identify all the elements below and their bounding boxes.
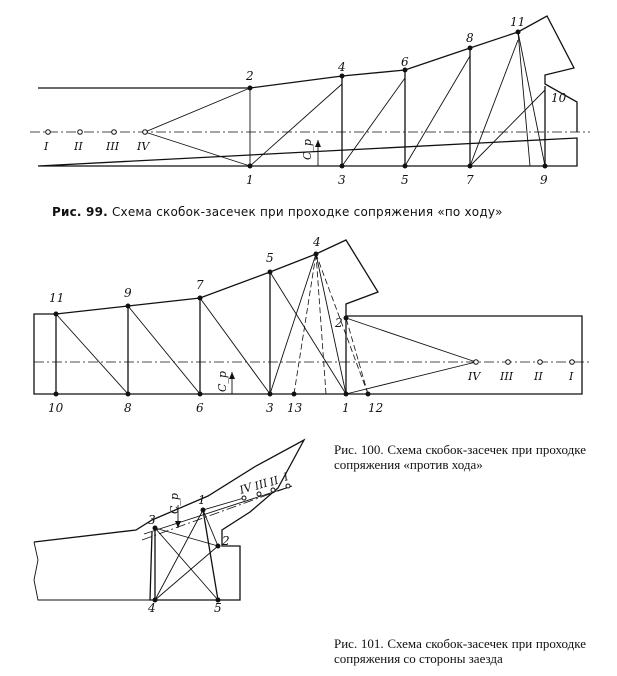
- fig100-roman-IV: IV: [467, 370, 481, 383]
- fig100-caption-text: Схема скобок-засечек при проходке сопряж…: [334, 442, 586, 472]
- fig100-roman-I: I: [568, 370, 574, 383]
- fig101-roman-I: I: [281, 470, 291, 484]
- fig99-caption: Рис. 99. Схема скобок-засечек при проход…: [52, 205, 592, 220]
- fig100-dim-label: C_p: [216, 371, 229, 392]
- fig100-caption: Рис. 100. Схема скобок-засечек при прохо…: [334, 442, 586, 472]
- fig99-roman-II: II: [73, 140, 83, 153]
- fig101-caption: Рис. 101. Схема скобок-засечек при прохо…: [334, 636, 586, 666]
- figure-99: 2 4 6 8 11 10 1 3 5 7 9 I II III IV C_p: [30, 15, 590, 187]
- fig100-label-10: 10: [48, 401, 64, 415]
- fig101-label-2: 2: [221, 534, 230, 548]
- fig99-label-3: 3: [338, 173, 346, 187]
- fig99-label-5: 5: [401, 173, 409, 187]
- fig99-roman-IV: IV: [136, 140, 150, 153]
- fig99-label-7: 7: [466, 173, 474, 187]
- fig101-caption-text: Схема скобок-засечек при проходке сопряж…: [334, 636, 586, 666]
- fig100-label-11: 11: [49, 291, 64, 305]
- fig100-label-3: 3: [266, 401, 274, 415]
- fig100-label-5: 5: [266, 251, 274, 265]
- fig99-caption-label: Рис. 99.: [52, 205, 108, 219]
- fig101-caption-label: Рис. 101.: [334, 636, 384, 651]
- fig100-roman-III: III: [499, 370, 514, 383]
- fig99-roman-I: I: [43, 140, 49, 153]
- fig99-label-9: 9: [540, 173, 548, 187]
- fig100-caption-label: Рис. 100.: [334, 442, 384, 457]
- fig100-label-9: 9: [124, 286, 132, 300]
- fig101-roman-II: II: [267, 474, 281, 490]
- fig100-roman-II: II: [533, 370, 543, 383]
- fig100-tunnel-outline: [33, 239, 583, 395]
- fig99-label-10: 10: [551, 91, 567, 105]
- fig101-roman-III: III: [252, 476, 270, 493]
- fig99-dim-label: C_p: [301, 139, 314, 160]
- fig99-label-11: 11: [510, 15, 525, 29]
- fig100-label-1: 1: [342, 401, 350, 415]
- fig99-label-4: 4: [337, 60, 346, 74]
- fig99-label-8: 8: [466, 31, 474, 45]
- fig100-label-6: 6: [196, 401, 204, 415]
- fig100-label-12: 12: [368, 401, 383, 415]
- fig101-dim-label: C_p: [168, 493, 181, 514]
- fig100-label-7: 7: [196, 278, 204, 292]
- fig99-label-2: 2: [245, 69, 254, 83]
- fig101-label-4: 4: [147, 601, 156, 615]
- figure-100: 11 9 7 5 4 2 10 8 6 3 13 1 12 IV III II …: [33, 235, 590, 415]
- fig99-label-6: 6: [401, 55, 409, 69]
- fig101-label-1: 1: [198, 493, 206, 507]
- figure-101: 3 1 2 4 5 IV III II I C_p: [33, 438, 306, 615]
- fig101-tunnel-outline: [33, 438, 306, 601]
- fig101-label-5: 5: [214, 601, 222, 615]
- fig99-caption-text: Схема скобок-засечек при проходке сопряж…: [111, 205, 503, 219]
- fig100-label-4: 4: [312, 235, 321, 249]
- fig101-label-3: 3: [148, 513, 156, 527]
- fig99-tunnel-outline: [37, 15, 578, 167]
- fig100-label-13: 13: [287, 401, 303, 415]
- fig99-label-1: 1: [246, 173, 254, 187]
- fig100-label-8: 8: [124, 401, 132, 415]
- fig100-label-2: 2: [334, 316, 343, 330]
- fig101-roman-IV: IV: [237, 480, 255, 497]
- fig99-roman-III: III: [105, 140, 120, 153]
